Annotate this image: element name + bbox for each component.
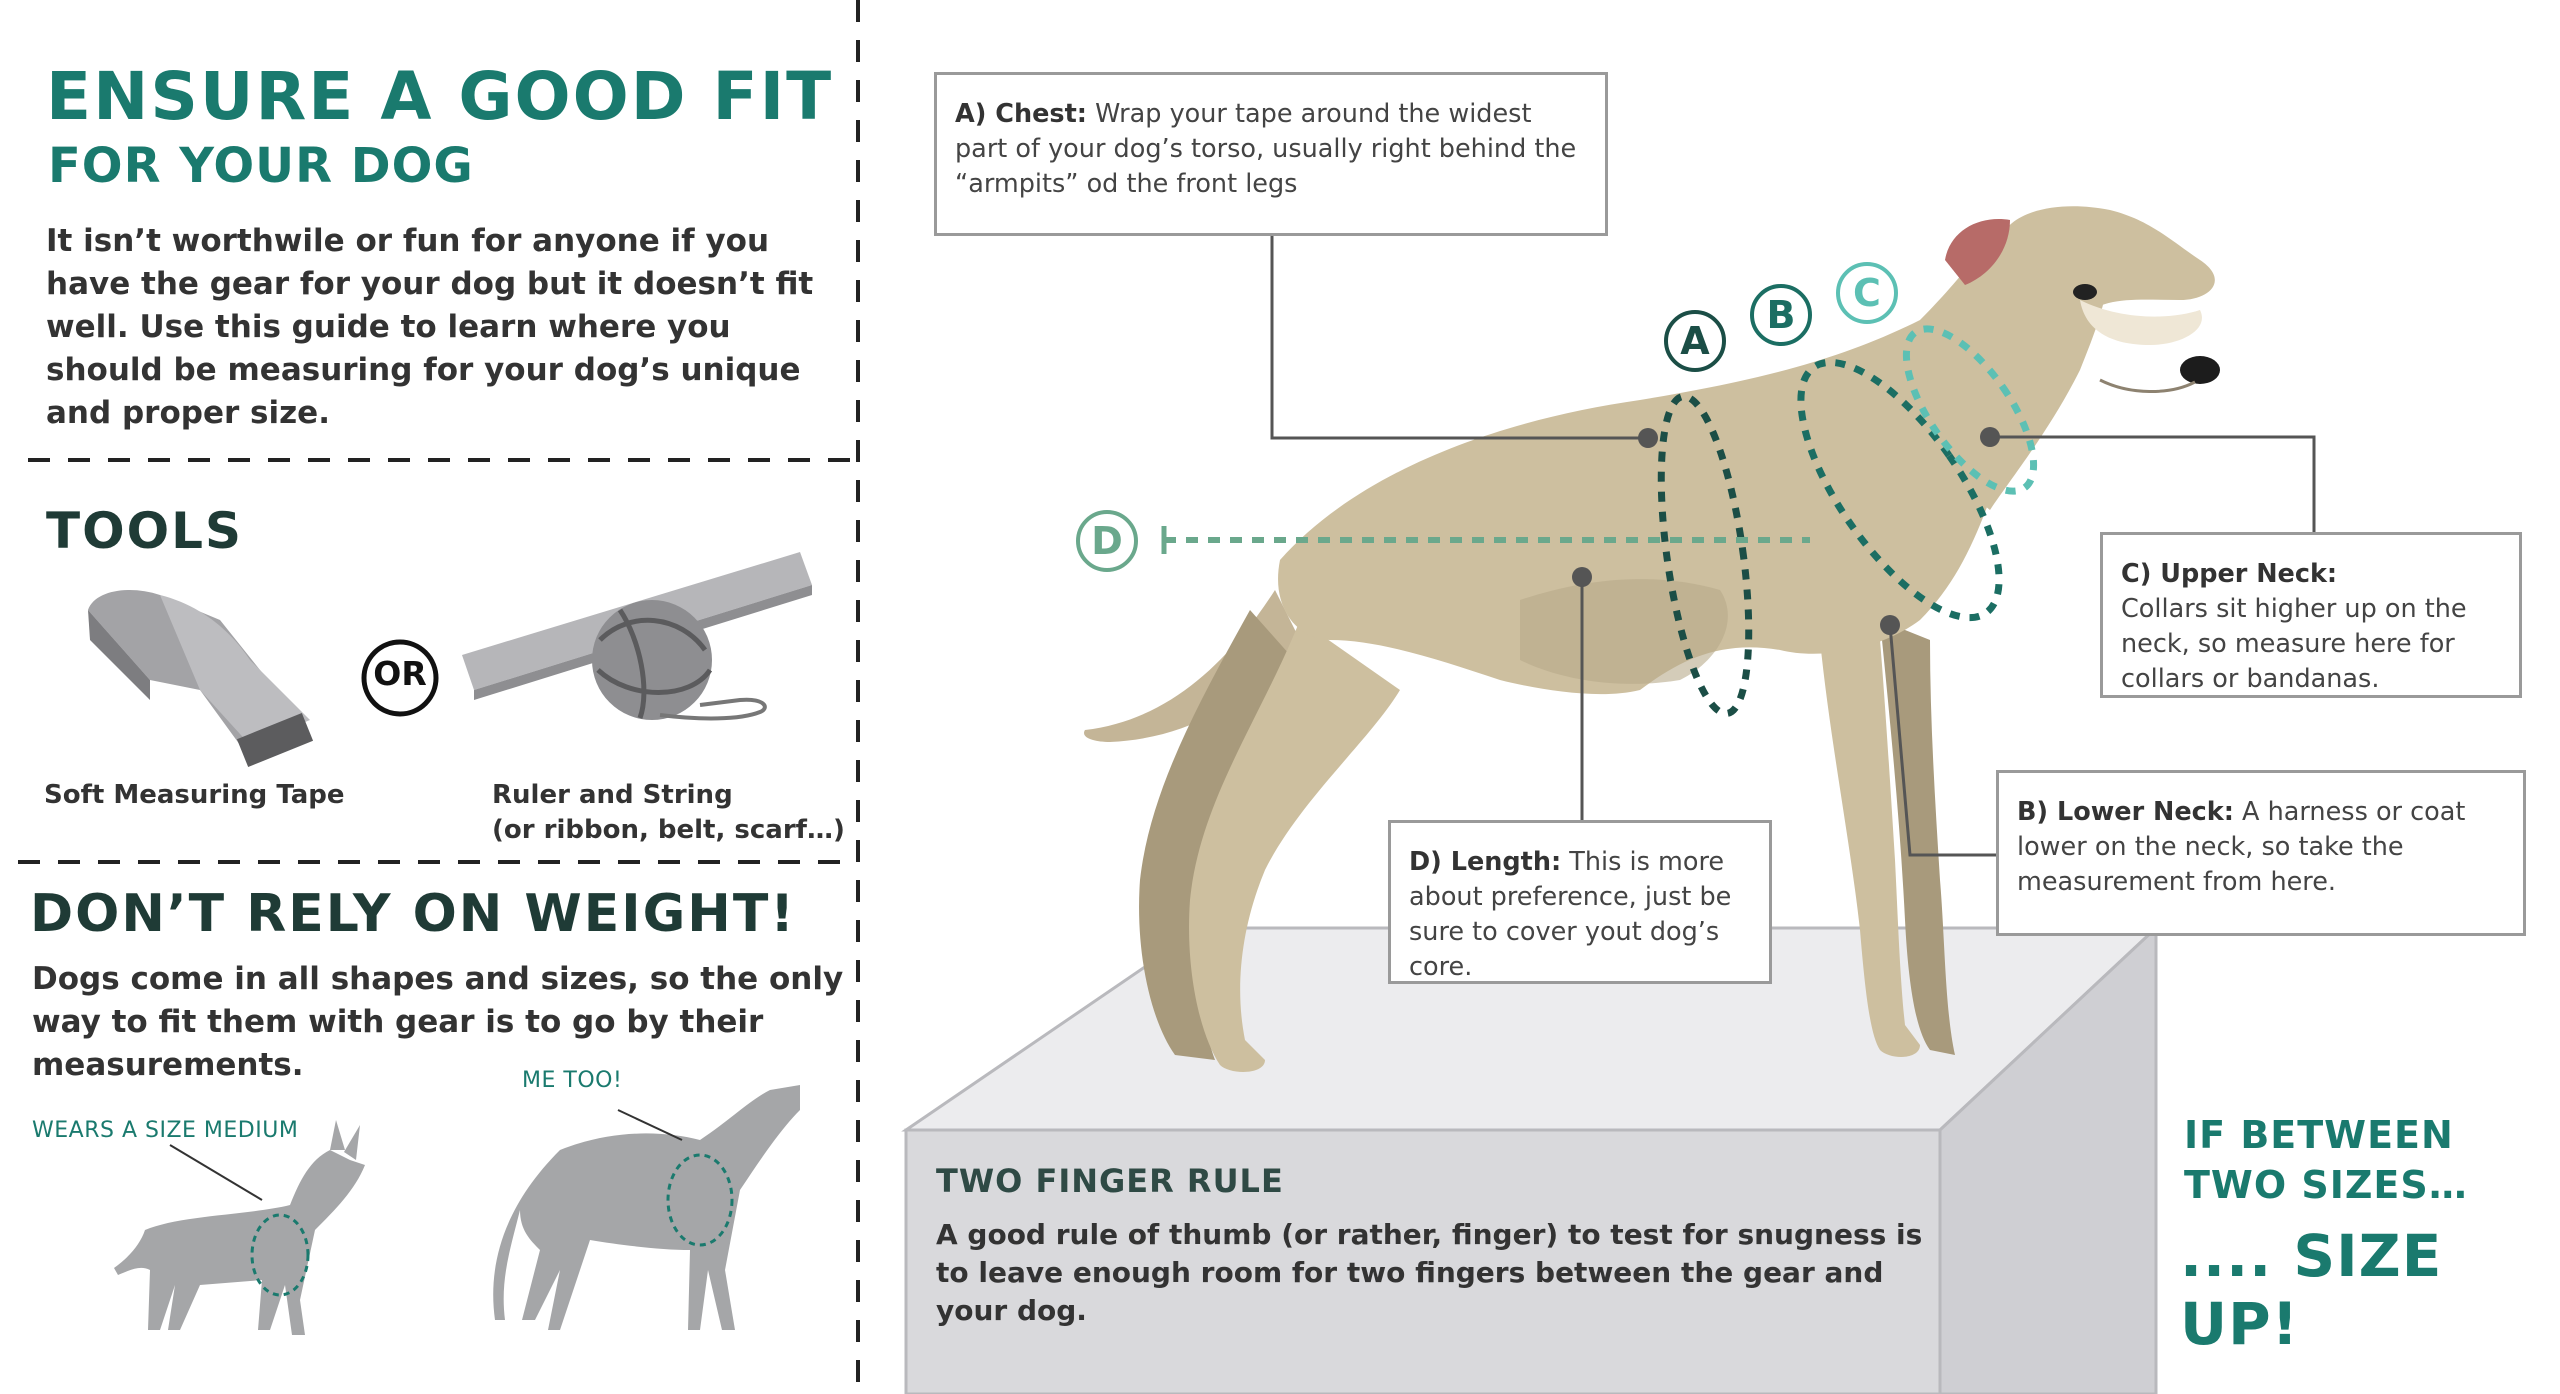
callout-lower-neck-label: B) Lower Neck: <box>2017 797 2234 827</box>
small-dog-label: WEARS A SIZE MEDIUM <box>32 1118 299 1143</box>
tool-ruler-string-label: Ruler and String <box>492 780 733 810</box>
large-dog-label: ME TOO! <box>522 1068 623 1093</box>
callout-upper-neck-text: Collars sit higher up on the neck, so me… <box>2121 594 2467 694</box>
two-finger-rule-text: A good rule of thumb (or rather, finger)… <box>936 1218 1923 1327</box>
guide-lower-neck <box>1797 358 2003 622</box>
page-subtitle: FOR YOUR DOG <box>48 138 474 194</box>
marker-c: C <box>1836 262 1898 324</box>
small-dog-medium-icon <box>114 1120 365 1335</box>
callout-lower-neck: B) Lower Neck: A harness or coat lower o… <box>1996 770 2526 936</box>
callout-chest: A) Chest: Wrap your tape around the wide… <box>934 72 1608 236</box>
size-up-line1: IF BETWEEN <box>2184 1113 2454 1157</box>
callout-upper-neck-label: C) Upper Neck: <box>2121 559 2338 589</box>
marker-b: B <box>1750 284 1812 346</box>
dog-illustration <box>1084 206 2220 1072</box>
callout-length-text: This is more about preference, just be s… <box>1409 847 1732 982</box>
marker-d: D <box>1076 510 1138 572</box>
measuring-tape-icon <box>88 590 314 768</box>
or-label: OR <box>373 654 427 693</box>
callout-chest-text: Wrap your tape around the widest part of… <box>955 99 1577 199</box>
page-title: ENSURE A GOOD FIT <box>46 58 834 135</box>
weight-text: Dogs come in all shapes and sizes, so th… <box>32 961 844 1083</box>
large-dog-medium-icon <box>493 1085 800 1330</box>
two-finger-rule-heading: TWO FINGER RULE <box>936 1162 1284 1200</box>
or-circle-icon <box>361 639 439 717</box>
callout-length: D) Length: This is more about preference… <box>1388 820 1772 984</box>
yarn-ball-icon <box>592 600 767 721</box>
callout-chest-label: A) Chest: <box>955 99 1087 129</box>
tool-ruler-string-sublabel: (or ribbon, belt, scarf…) <box>492 815 845 845</box>
tools-heading: TOOLS <box>46 502 243 560</box>
guide-chest <box>1657 392 1753 718</box>
marker-a: A <box>1664 310 1726 372</box>
size-up-callout: .... SIZE UP! <box>2180 1222 2443 1358</box>
weight-heading: DON’T RELY ON WEIGHT! <box>30 884 797 944</box>
callout-lower-neck-text: A harness or coat lower on the neck, so … <box>2017 797 2466 897</box>
size-up-note: IF BETWEEN TWO SIZES… <box>2184 1110 2468 1210</box>
guide-upper-neck <box>1902 325 2038 495</box>
tool-soft-measuring-tape-label: Soft Measuring Tape <box>44 780 345 810</box>
callout-upper-neck: C) Upper Neck: Collars sit higher up on … <box>2100 532 2522 698</box>
measurement-guides <box>1161 325 2038 718</box>
size-up-line2: TWO SIZES… <box>2184 1163 2468 1207</box>
leader-lines <box>1270 236 2316 857</box>
callout-length-label: D) Length: <box>1409 847 1562 877</box>
intro-text: It isn’t worthwile or fun for anyone if … <box>46 223 814 431</box>
